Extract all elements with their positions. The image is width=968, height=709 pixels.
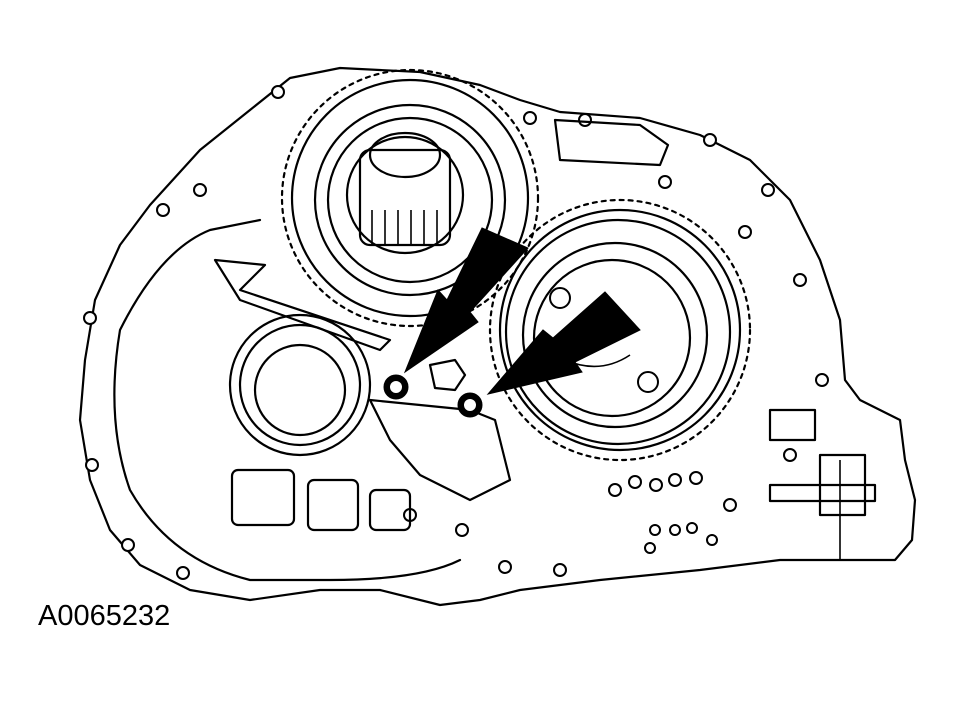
left-seal <box>383 374 409 400</box>
bracket <box>428 358 467 392</box>
park-lever <box>213 258 392 352</box>
housing-outline <box>78 66 917 607</box>
inner-case-wall <box>113 218 462 582</box>
figure-caption: A0065232 <box>38 600 171 632</box>
right-arrow <box>486 291 641 395</box>
lower-pockets <box>230 468 412 532</box>
center-casting <box>368 398 512 502</box>
right-seal <box>457 392 483 418</box>
bearing-race <box>228 313 372 457</box>
ring-gear <box>488 198 752 462</box>
bolt-holes <box>83 85 829 580</box>
upper-passage <box>553 118 670 167</box>
left-arrow <box>403 227 529 374</box>
upper-drum-gear <box>280 68 540 328</box>
valve-area <box>768 408 877 560</box>
